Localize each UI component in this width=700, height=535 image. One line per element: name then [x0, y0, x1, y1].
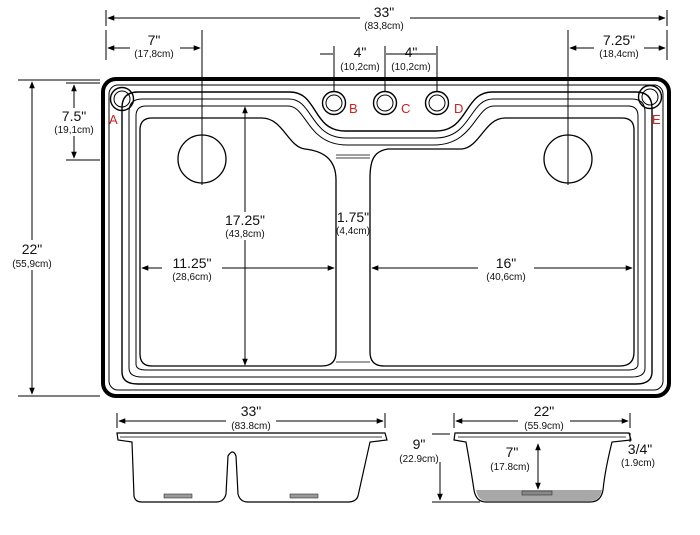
- dimension-hole-depth: 7.5" (19,1cm): [48, 82, 100, 161]
- hole-label-a: A: [109, 112, 118, 127]
- side-profile: [453, 432, 632, 503]
- side-inner-depth-metric: (17.8cm): [490, 462, 529, 473]
- right-faucet-imperial: 7.25": [603, 32, 635, 48]
- spacing-c-d-metric: (10,2cm): [391, 62, 430, 73]
- bowl-length-metric: (43,8cm): [225, 229, 264, 240]
- dimension-left-faucet: 7" (17,8cm): [105, 30, 203, 185]
- left-faucet-metric: (17,8cm): [134, 49, 173, 60]
- side-depth-metric: (22.9cm): [399, 454, 438, 465]
- sink-top-view: A B C D E: [101, 77, 671, 398]
- faucet-hole-a: [109, 86, 135, 112]
- hole-depth-imperial: 7.5": [62, 108, 86, 124]
- hole-label-c: C: [401, 101, 410, 116]
- side-depth-imperial: 9": [413, 436, 426, 452]
- dimension-bowl-length: 17.25" (43,8cm): [220, 106, 272, 366]
- overall-depth-imperial: 22": [22, 241, 43, 257]
- sink-rim-inner: [135, 105, 639, 371]
- hole-label-d: D: [454, 101, 463, 116]
- dimension-overall-width: 33" (83,8cm): [105, 4, 668, 32]
- sink-rim-outer: [121, 91, 653, 385]
- bowl-divider: [336, 154, 370, 363]
- left-bowl-imperial: 11.25": [173, 255, 212, 271]
- divider-imperial: 1.75": [337, 209, 369, 225]
- side-width-imperial: 22": [534, 403, 555, 419]
- dimension-overall-depth: 22" (55,9cm): [4, 79, 100, 397]
- right-faucet-metric: (18,4cm): [599, 49, 638, 60]
- right-bowl-metric: (40,6cm): [486, 272, 525, 283]
- sink-side-view: 22" (55.9cm) 9" (22.9cm) 7" (17.8cm) 3/4…: [399, 403, 655, 503]
- right-bowl-imperial: 16": [496, 255, 517, 271]
- left-faucet-imperial: 7": [148, 32, 161, 48]
- front-drain-right: [289, 493, 319, 499]
- front-width-metric: (83.8cm): [231, 421, 270, 432]
- hole-depth-metric: (19,1cm): [54, 125, 93, 136]
- side-drain: [521, 490, 553, 496]
- side-rim-imperial: 3/4": [628, 441, 652, 457]
- dimension-right-faucet: 7.25" (18,4cm): [567, 30, 668, 185]
- side-width-metric: (55.9cm): [524, 421, 563, 432]
- overall-depth-metric: (55,9cm): [12, 259, 51, 270]
- divider-metric: (4,4cm): [336, 226, 370, 237]
- left-bowl: [139, 117, 337, 367]
- bowl-length-imperial: 17.25": [225, 212, 265, 228]
- hole-label-b: B: [349, 101, 358, 116]
- front-profile: [116, 432, 388, 503]
- side-inner-depth-imperial: 7": [506, 444, 519, 460]
- front-width-imperial: 33": [241, 403, 262, 419]
- right-bowl: [369, 117, 635, 367]
- front-drain-left: [163, 493, 193, 499]
- side-bottom-shade: [476, 490, 602, 501]
- sink-front-view: 33" (83.8cm): [116, 403, 388, 503]
- overall-width-metric: (83,8cm): [364, 21, 403, 32]
- faucet-hole-e: [637, 84, 663, 110]
- left-bowl-metric: (28,6cm): [172, 272, 211, 283]
- spacing-b-c-imperial: 4": [354, 44, 367, 60]
- spacing-b-c-metric: (10,2cm): [340, 62, 379, 73]
- sink-deck-outline: [101, 77, 671, 398]
- overall-width-imperial: 33": [374, 4, 395, 20]
- sink-deck-inner-line: [108, 84, 664, 391]
- hole-label-e: E: [652, 112, 661, 127]
- dimension-divider: 1.75" (4,4cm): [336, 209, 370, 237]
- dimension-right-bowl: 16" (40,6cm): [371, 255, 633, 284]
- dimension-hole-spacing: 4" (10,2cm) 4" (10,2cm): [320, 44, 438, 92]
- spacing-c-d-imperial: 4": [405, 44, 418, 60]
- side-rim-metric: (1.9cm): [621, 458, 655, 469]
- dimension-left-bowl: 11.25" (28,6cm): [141, 255, 335, 284]
